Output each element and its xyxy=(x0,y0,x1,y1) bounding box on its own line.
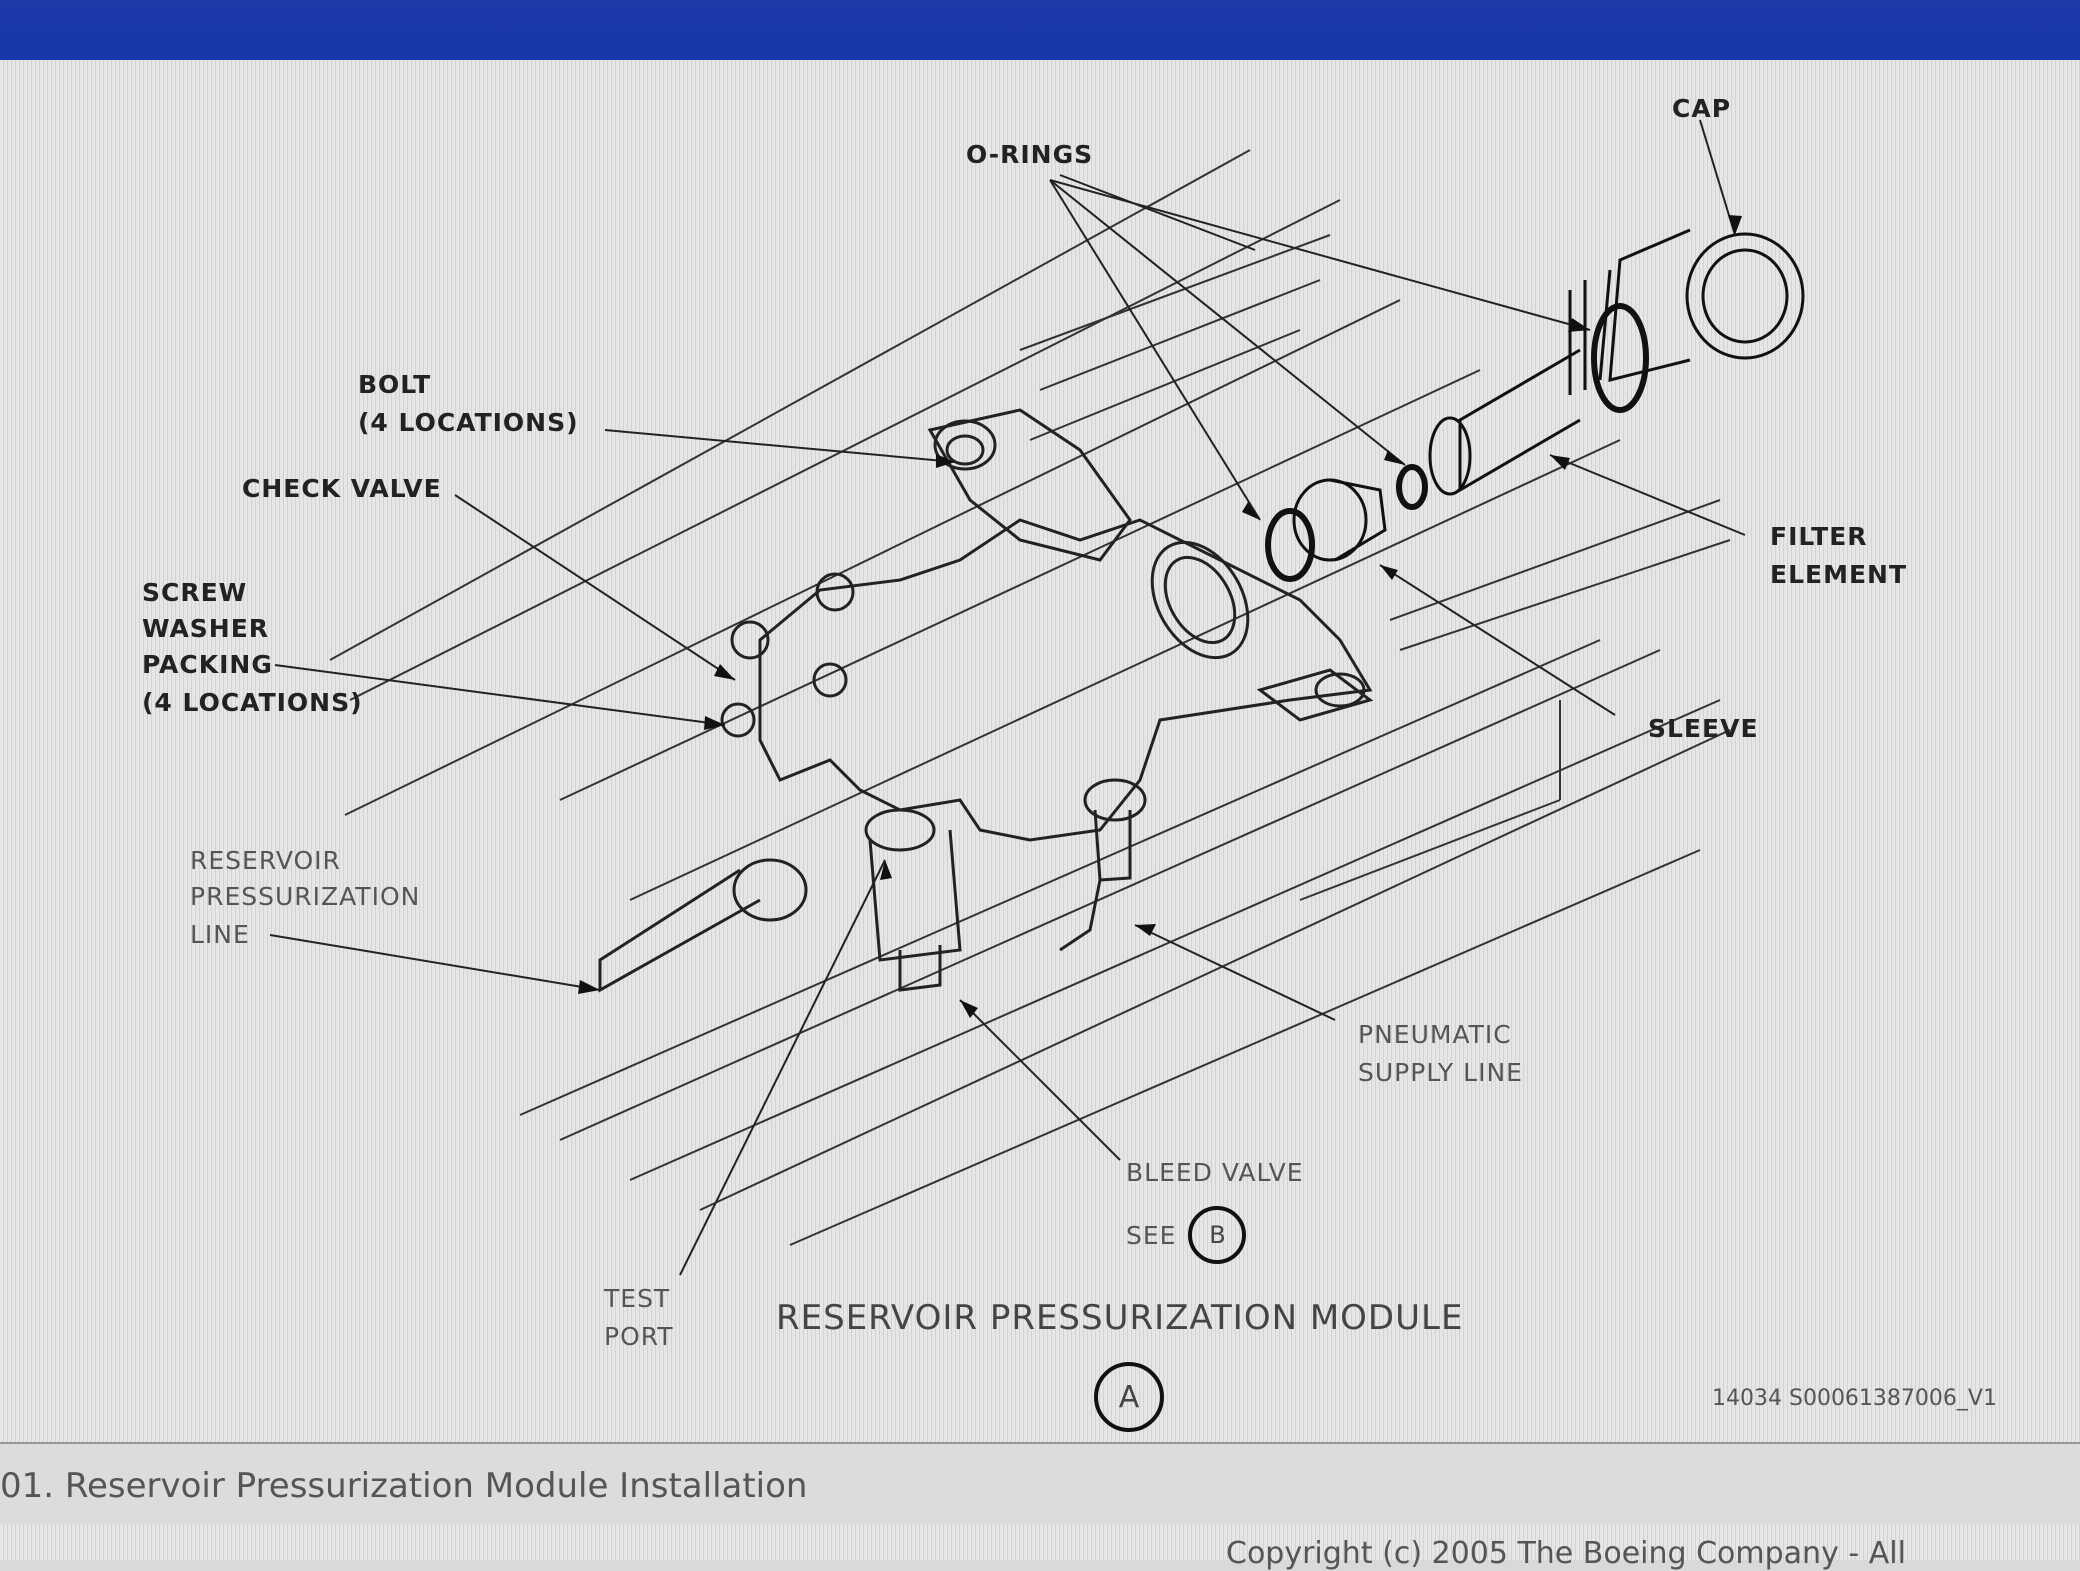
view-callout-a: A xyxy=(1094,1362,1164,1432)
label-packing-locations: (4 LOCATIONS) xyxy=(142,688,363,717)
leader-arrowheads xyxy=(578,215,1742,1018)
label-element: ELEMENT xyxy=(1770,560,1908,589)
leader-lines xyxy=(269,119,1746,1276)
figure-title: RESERVOIR PRESSURIZATION MODULE xyxy=(776,1298,1464,1338)
figure-caption: 01. Reservoir Pressurization Module Inst… xyxy=(0,1466,808,1506)
label-check-valve: CHECK VALVE xyxy=(242,474,442,503)
caption-bar xyxy=(0,1442,2080,1524)
figure-id: 14034 S00061387006_V1 xyxy=(1712,1386,1997,1411)
module-body xyxy=(598,408,1374,993)
label-port: PORT xyxy=(604,1322,674,1351)
label-screw: SCREW xyxy=(142,578,248,607)
label-bleed-valve: BLEED VALVE xyxy=(1126,1158,1304,1187)
see-text: SEE xyxy=(1126,1220,1177,1250)
diagram-area xyxy=(0,60,2080,1560)
filter-assembly xyxy=(1265,228,1805,582)
label-filter: FILTER xyxy=(1770,522,1868,551)
label-bolt: BOLT xyxy=(358,370,432,399)
label-line: LINE xyxy=(190,920,250,949)
label-washer: WASHER xyxy=(142,614,270,643)
label-test: TEST xyxy=(604,1284,671,1313)
label-pneumatic: PNEUMATIC xyxy=(1358,1020,1512,1049)
label-supply-line: SUPPLY LINE xyxy=(1358,1058,1523,1087)
label-bolt-locations: (4 LOCATIONS) xyxy=(358,408,579,437)
mounting-structure xyxy=(329,149,1731,1246)
label-cap: CAP xyxy=(1672,94,1732,123)
copyright-text: Copyright (c) 2005 The Boeing Company - … xyxy=(1226,1536,1906,1571)
label-pressurization: PRESSURIZATION xyxy=(190,882,421,911)
label-o-rings: O-RINGS xyxy=(966,140,1094,169)
label-sleeve: SLEEVE xyxy=(1648,714,1759,743)
detail-callout-b[interactable]: B xyxy=(1188,1206,1247,1264)
see-reference[interactable]: SEE B xyxy=(1126,1206,1247,1264)
label-packing: PACKING xyxy=(142,650,273,679)
label-reservoir: RESERVOIR xyxy=(190,846,341,875)
